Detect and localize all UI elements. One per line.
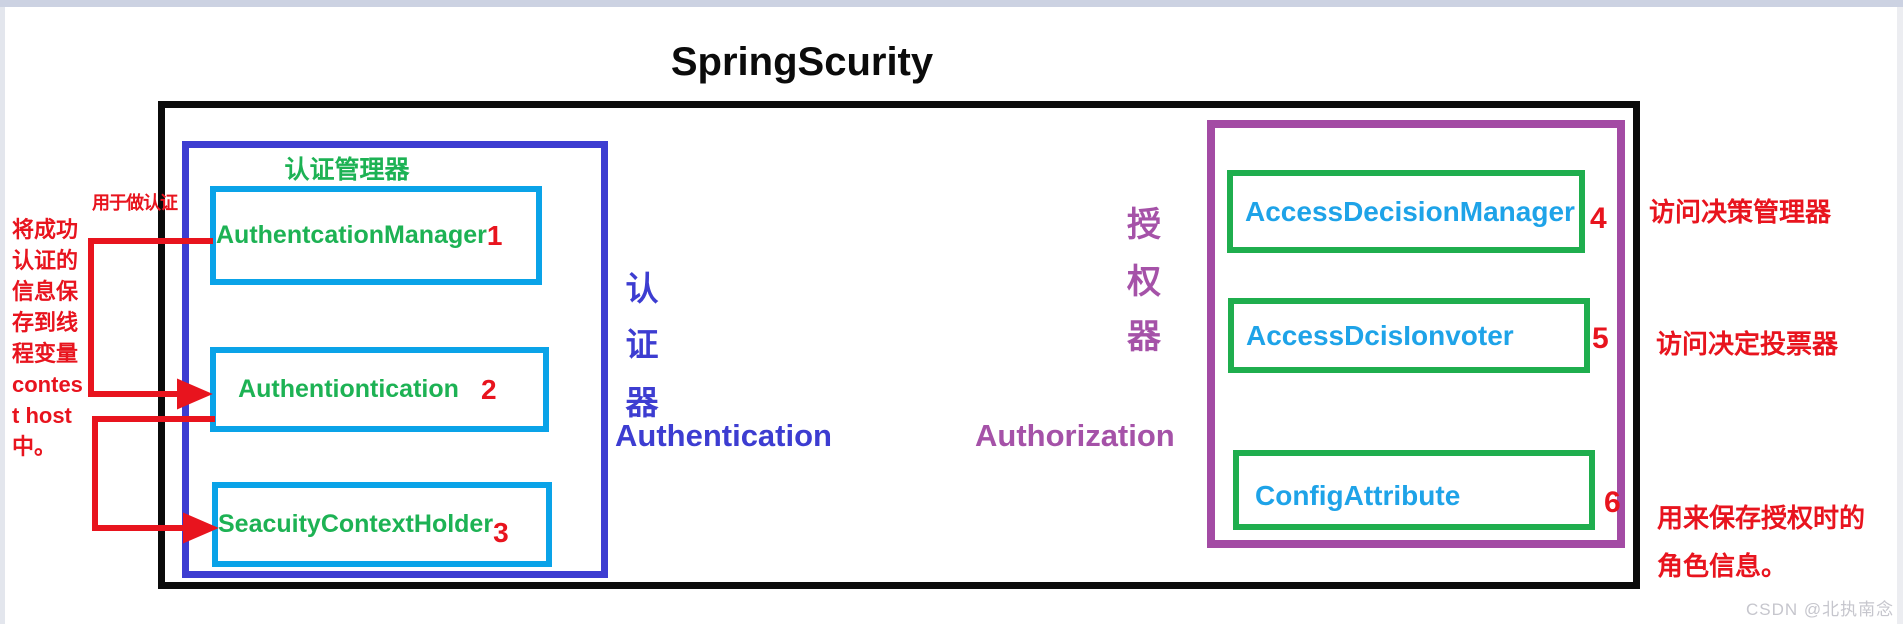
auth-vertical-char-2: 证: [625, 326, 659, 363]
authentication-english-label: Authentication: [615, 418, 832, 453]
authz-vertical-char-2: 权: [1127, 263, 1161, 301]
config-attribute-note: 用来保存授权时的 角色信息。: [1657, 494, 1865, 590]
config-attribute-note-line: 用来保存授权时的: [1657, 503, 1866, 533]
side-note-line: 中。: [12, 434, 57, 459]
box-security-context-holder-number: 3: [493, 516, 509, 548]
box-authentication-manager: AuthentcationManager 1: [210, 186, 542, 285]
authorization-english-label: Authorization: [975, 418, 1175, 453]
box-security-context-holder-label: SeacuityContextHolder: [218, 510, 494, 538]
authorization-container: [1207, 120, 1625, 548]
box-access-decision-manager: AccessDecisionManager: [1227, 170, 1585, 253]
box-config-attribute-label: ConfigAttribute: [1255, 480, 1461, 511]
window-top-edge: [0, 0, 1903, 7]
auth-hint-note: 用于做认证: [92, 193, 178, 213]
box-authentication-number: 2: [481, 373, 497, 405]
box-access-decision-manager-number: 4: [1590, 202, 1607, 235]
side-note-line: 信息保: [12, 279, 79, 304]
diagram-title: SpringScurity: [670, 40, 934, 84]
side-note-line: 将成功: [12, 217, 79, 242]
window-right-edge: [1897, 7, 1903, 624]
box-access-decision-voter: AccessDcisIonvoter: [1228, 298, 1590, 373]
config-attribute-note-line: 角色信息。: [1657, 551, 1788, 581]
box-authentication: Authentiontication 2: [210, 347, 549, 432]
authz-vertical-char-3: 器: [1127, 318, 1161, 356]
side-note-line: 程变量: [12, 341, 79, 366]
side-note-line: t host: [12, 403, 72, 428]
access-decision-voter-note: 访问决定投票器: [1656, 329, 1839, 359]
authentication-manager-label: 认证管理器: [284, 156, 410, 184]
box-access-decision-voter-number: 5: [1592, 322, 1609, 355]
csdn-watermark: CSDN @北执南念: [1746, 600, 1895, 619]
box-access-decision-voter-label: AccessDcisIonvoter: [1246, 319, 1514, 351]
access-decision-manager-note: 访问决策管理器: [1649, 197, 1832, 227]
box-config-attribute: ConfigAttribute: [1233, 450, 1595, 530]
window-left-edge: [0, 7, 5, 624]
box-authentication-manager-number: 1: [486, 219, 503, 251]
auth-vertical-char-1: 认: [625, 270, 659, 307]
side-note-line: 认证的: [12, 248, 79, 273]
side-note-line: contes: [12, 372, 83, 397]
left-side-note: 将成功 认证的 信息保 存到线 程变量 contes t host 中。: [12, 214, 96, 462]
side-note-line: 存到线: [12, 310, 79, 335]
auth-vertical-char-3: 器: [625, 384, 659, 421]
box-authentication-manager-label: AuthentcationManager: [216, 221, 487, 249]
box-security-context-holder: SeacuityContextHolder 3: [212, 482, 552, 567]
box-config-attribute-number: 6: [1604, 486, 1621, 519]
box-access-decision-manager-label: AccessDecisionManager: [1245, 195, 1575, 227]
authz-vertical-char-1: 授: [1127, 206, 1161, 244]
box-authentication-label: Authentiontication: [238, 375, 459, 403]
